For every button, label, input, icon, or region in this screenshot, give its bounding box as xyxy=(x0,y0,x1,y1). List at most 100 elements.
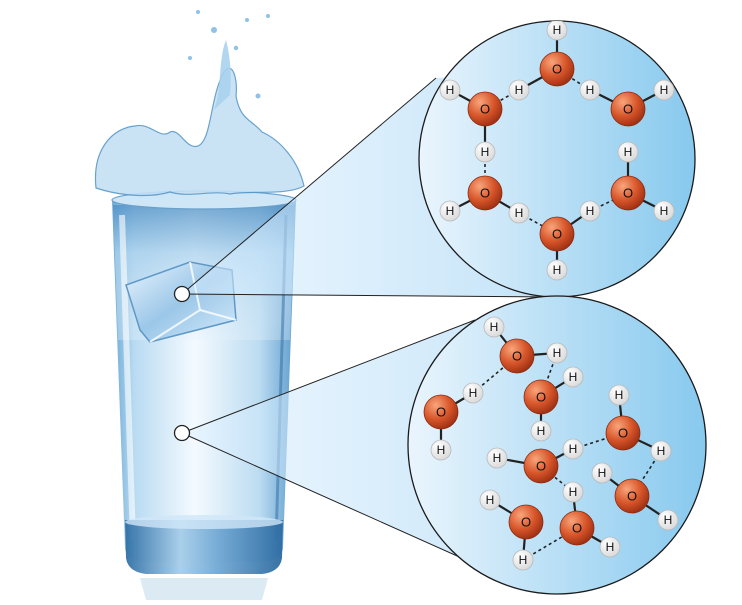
hydrogen-label: H xyxy=(660,83,669,97)
oxygen-atom: O xyxy=(423,394,459,430)
hydrogen-sphere xyxy=(562,366,584,388)
liquid-zoom-circle xyxy=(407,295,707,595)
hydrogen-label: H xyxy=(446,83,455,97)
hydrogen-sphere xyxy=(546,21,568,41)
hydrogen-label: H xyxy=(490,320,499,334)
oxygen-sphere xyxy=(467,91,503,127)
hydrogen-sphere xyxy=(508,79,530,101)
droplet xyxy=(245,18,249,22)
hydrogen-label: H xyxy=(481,145,490,159)
hydrogen-sphere xyxy=(530,420,552,442)
oxygen-atom: O xyxy=(539,216,575,252)
hydrogen-label: H xyxy=(664,513,673,527)
hydrogen-atom: H xyxy=(462,382,484,404)
oxygen-label: O xyxy=(436,405,446,420)
oxygen-label: O xyxy=(480,186,490,201)
hydrogen-sphere xyxy=(508,202,530,224)
oxygen-sphere xyxy=(508,504,544,540)
hydrogen-sphere xyxy=(599,536,621,558)
oxygen-sphere xyxy=(605,415,641,451)
hydrogen-atom: H xyxy=(530,420,552,442)
water-splash xyxy=(94,10,305,197)
hydrogen-label: H xyxy=(569,485,578,499)
glass-base xyxy=(125,520,283,574)
ice-cube-edge-2 xyxy=(199,309,237,321)
oxygen-atom: O xyxy=(559,510,595,546)
oxygen-sphere xyxy=(467,175,503,211)
hydrogen-label: H xyxy=(569,442,578,456)
hydrogen-label: H xyxy=(660,204,669,218)
oxygen-atom: O xyxy=(539,51,575,87)
droplet xyxy=(188,56,192,60)
hydrogen-label: H xyxy=(515,206,524,220)
oxygen-sphere xyxy=(559,510,595,546)
splash-jet xyxy=(214,40,231,110)
liquid-sample-marker xyxy=(173,424,191,442)
hydrogen-sphere xyxy=(579,79,601,101)
oxygen-atom: O xyxy=(467,175,503,211)
hydrogen-atom: H xyxy=(474,141,496,163)
hydrogen-atom: H xyxy=(579,200,601,222)
oxygen-label: O xyxy=(552,227,562,242)
hydrogen-sphere xyxy=(439,79,461,101)
hydrogen-atom: H xyxy=(562,481,584,503)
hydrogen-atom: H xyxy=(439,200,461,222)
hydrogen-sphere xyxy=(439,200,461,222)
hydrogen-atom: H xyxy=(439,79,461,101)
hydrogen-label: H xyxy=(519,553,528,567)
hydrogen-label: H xyxy=(537,424,546,438)
ice-cone-line-top xyxy=(181,77,437,295)
oxygen-label: O xyxy=(623,102,633,117)
glass-highlight-left xyxy=(119,214,136,541)
hydrogen-label: H xyxy=(553,263,562,277)
hydrogen-sphere xyxy=(546,259,568,281)
hydrogen-label: H xyxy=(598,466,607,480)
hydrogen-label: H xyxy=(553,23,562,37)
oxygen-label: O xyxy=(627,489,637,504)
ice-cone-line-bottom xyxy=(181,293,558,298)
droplet xyxy=(196,10,200,14)
hydrogen-sphere xyxy=(562,481,584,503)
hydrogen-sphere xyxy=(608,384,630,406)
hydrogen-label: H xyxy=(493,451,502,465)
hydrogen-sphere xyxy=(474,141,496,163)
oxygen-sphere xyxy=(499,338,535,374)
oxygen-sphere xyxy=(523,379,559,415)
oxygen-atom: O xyxy=(605,415,641,451)
glass-base-top xyxy=(125,515,283,529)
oxygen-atom: O xyxy=(523,448,559,484)
hydrogen-label: H xyxy=(657,444,666,458)
hydrogen-sphere xyxy=(546,342,568,364)
hydrogen-label: H xyxy=(553,346,562,360)
hydrogen-atom: H xyxy=(430,439,452,461)
hydrogen-atom: H xyxy=(653,79,675,101)
oxygen-sphere xyxy=(523,448,559,484)
oxygen-sphere xyxy=(614,478,650,514)
hydrogen-label: H xyxy=(624,145,633,159)
hydrogen-sphere xyxy=(462,382,484,404)
oxygen-label: O xyxy=(536,459,546,474)
oxygen-label: O xyxy=(512,349,522,364)
oxygen-atom: O xyxy=(523,379,559,415)
oxygen-label: O xyxy=(552,62,562,77)
hydrogen-sphere xyxy=(430,439,452,461)
hydrogen-sphere xyxy=(650,440,672,462)
hydrogen-label: H xyxy=(569,370,578,384)
oxygen-label: O xyxy=(618,426,628,441)
hydrogen-label: H xyxy=(446,204,455,218)
hydrogen-atom: H xyxy=(591,462,613,484)
hydrogen-atom: H xyxy=(657,509,679,531)
droplet xyxy=(255,93,261,99)
oxygen-atom: O xyxy=(610,91,646,127)
hydrogen-sphere xyxy=(657,509,679,531)
hydrogen-atom: H xyxy=(508,202,530,224)
hydrogen-atom: H xyxy=(486,447,508,469)
hydrogen-atom: H xyxy=(546,21,568,41)
hydrogen-sphere xyxy=(653,200,675,222)
oxygen-sphere xyxy=(539,216,575,252)
oxygen-label: O xyxy=(623,186,633,201)
glass-reflection xyxy=(140,578,268,600)
oxygen-atom: O xyxy=(499,338,535,374)
